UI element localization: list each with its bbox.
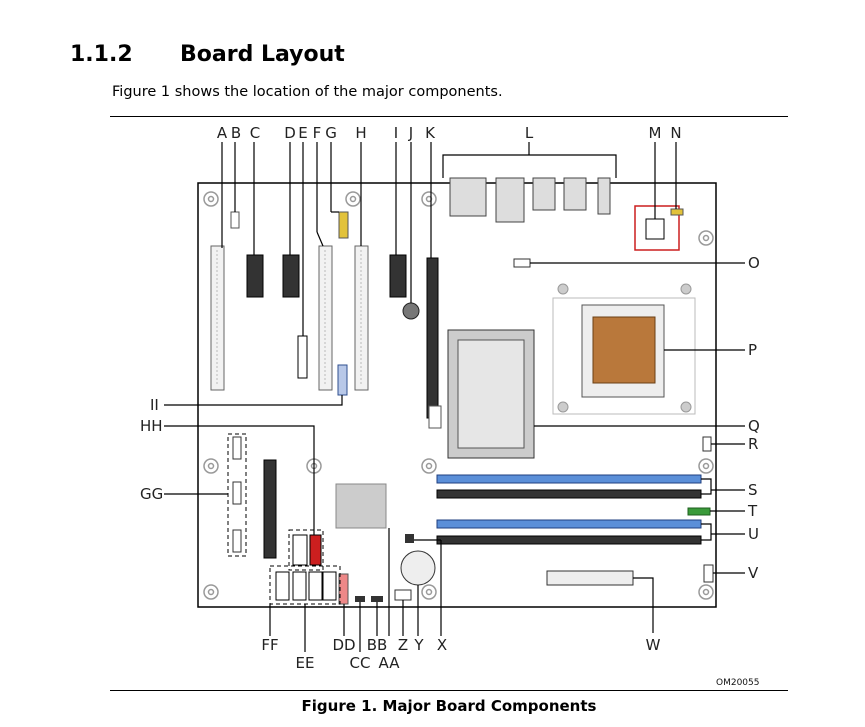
label-cc: CC	[350, 654, 371, 672]
label-hh: HH	[140, 417, 163, 435]
label-h: H	[355, 124, 366, 142]
header-g	[338, 211, 349, 239]
label-x: X	[437, 636, 447, 654]
label-ff: FF	[261, 636, 278, 654]
connector-v	[703, 564, 714, 583]
sata-hh	[309, 534, 322, 566]
sata-ff	[292, 534, 308, 566]
label-p: P	[748, 341, 757, 359]
label-j: J	[408, 124, 413, 142]
label-f: F	[313, 124, 322, 142]
label-ee: EE	[296, 654, 315, 672]
back-panel-io	[449, 177, 611, 223]
intro-paragraph: Figure 1 shows the location of the major…	[112, 84, 503, 100]
mounting-holes	[203, 191, 714, 600]
leader-lines	[164, 142, 745, 652]
label-m: M	[649, 124, 662, 142]
label-dd: DD	[332, 636, 355, 654]
figure-id: OM20055	[716, 678, 759, 688]
pcie-x1-slots	[246, 254, 407, 298]
label-a: A	[217, 124, 228, 142]
atx12v-highlight	[634, 205, 680, 251]
label-e: E	[298, 124, 307, 142]
fan-header-o	[513, 258, 531, 268]
bottom-rule	[110, 690, 788, 691]
label-d: D	[284, 124, 296, 142]
section-title: Board Layout	[180, 42, 345, 67]
label-gg: GG	[140, 485, 163, 503]
label-s: S	[748, 481, 758, 499]
label-w: W	[646, 636, 661, 654]
label-g: G	[325, 124, 337, 142]
label-b: B	[231, 124, 241, 142]
sata-ee	[275, 571, 337, 601]
atx-power-w	[546, 570, 634, 586]
top-rule	[110, 116, 788, 117]
front-usb-headers	[232, 436, 242, 553]
label-v: V	[748, 564, 759, 582]
label-ii: II	[150, 396, 159, 414]
header-e	[297, 335, 308, 379]
label-c: C	[250, 124, 260, 142]
label-z: Z	[398, 636, 408, 654]
label-r: R	[748, 435, 758, 453]
label-l: L	[525, 124, 534, 142]
cpu-socket-area	[552, 297, 696, 415]
speaker-j	[402, 302, 420, 320]
fan-header-r	[702, 436, 712, 452]
connector-n	[670, 208, 684, 216]
label-q: Q	[748, 417, 760, 435]
label-t: T	[747, 502, 758, 520]
ich-heatsink	[335, 483, 387, 529]
section-number: 1.1.2	[70, 42, 133, 67]
pcie-x16-slot	[426, 257, 439, 419]
label-i: I	[394, 124, 398, 142]
label-k: K	[425, 124, 436, 142]
connector-b	[230, 211, 240, 229]
label-aa: AA	[379, 654, 401, 672]
header-ii	[337, 364, 348, 396]
label-u: U	[748, 525, 759, 543]
label-y: Y	[413, 636, 424, 654]
cpu-socket	[592, 316, 656, 384]
figure-caption: Figure 1. Major Board Components	[301, 697, 597, 715]
battery-y	[400, 550, 436, 586]
ide-connector	[263, 459, 277, 559]
label-n: N	[670, 124, 681, 142]
label-o: O	[748, 254, 760, 272]
header-t	[687, 507, 711, 516]
label-bb: BB	[367, 636, 388, 654]
